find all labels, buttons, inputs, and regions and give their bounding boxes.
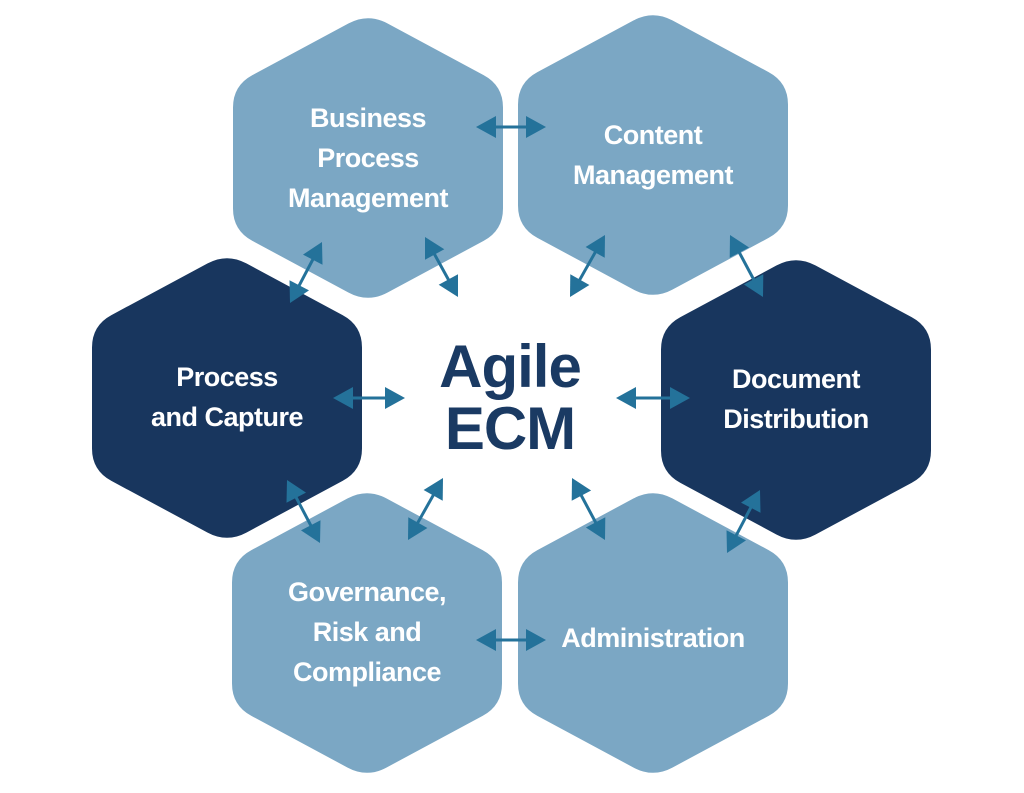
- arrow-process-and-capture-to-governance-risk-compliance: [286, 480, 321, 543]
- arrow-process-and-capture-to-center: [333, 387, 405, 409]
- arrowhead-icon: [289, 280, 309, 303]
- arrowhead-icon: [476, 629, 496, 651]
- hexagon-shape: [518, 493, 788, 773]
- hexagon-label-line: Management: [288, 183, 449, 213]
- hexagon-label-line: and Capture: [151, 402, 304, 432]
- arrow-shaft: [732, 501, 755, 542]
- arrowhead-icon: [385, 387, 405, 409]
- arrowhead-icon: [570, 274, 590, 297]
- hexagon-label-line: Distribution: [723, 404, 868, 434]
- hexagon-shape: [232, 493, 502, 773]
- arrowhead-icon: [670, 387, 690, 409]
- arrowhead-icon: [585, 235, 605, 258]
- arrowhead-icon: [526, 629, 546, 651]
- arrowhead-icon: [438, 274, 458, 297]
- arrowhead-icon: [743, 274, 764, 297]
- arrow-layer: [286, 116, 764, 651]
- hexagon-administration: Administration: [518, 493, 788, 773]
- arrow-governance-risk-compliance-to-administration: [476, 629, 546, 651]
- arrowhead-icon: [729, 235, 750, 258]
- hexagon-label-line: Risk and: [313, 617, 422, 647]
- arrow-content-management-to-document-distribution: [729, 235, 764, 297]
- arrow-business-process-management-to-content-management: [476, 116, 546, 138]
- arrowhead-icon: [303, 242, 323, 265]
- center-label: Agile ECM: [439, 333, 582, 462]
- center-line-2: ECM: [445, 395, 575, 462]
- hexagon-label-line: Process: [176, 362, 278, 392]
- arrow-shaft: [577, 489, 600, 529]
- arrow-shaft: [292, 491, 315, 532]
- arrow-administration-to-center: [571, 478, 606, 540]
- arrow-business-process-management-to-center: [425, 237, 458, 297]
- arrowhead-icon: [526, 116, 546, 138]
- hexagon-label-line: Content: [604, 120, 703, 150]
- hexagon-label-line: Management: [573, 160, 734, 190]
- center-line-1: Agile: [439, 333, 581, 400]
- hexagon-shape: [661, 260, 931, 540]
- hexagon-label-line: Governance,: [288, 577, 446, 607]
- arrow-shaft: [413, 489, 438, 529]
- arrow-content-management-to-center: [570, 235, 605, 297]
- arrowhead-icon: [423, 478, 443, 501]
- arrowhead-icon: [726, 530, 746, 553]
- arrowhead-icon: [408, 517, 428, 540]
- hexagon-label-line: Business: [310, 103, 426, 133]
- arrow-document-distribution-to-center: [616, 387, 690, 409]
- hexagon-label-line: Compliance: [293, 657, 442, 687]
- hexagon-layer: BusinessProcessManagementContentManageme…: [92, 15, 931, 773]
- arrow-shaft: [735, 246, 758, 286]
- hexagon-label-line: Administration: [561, 623, 745, 653]
- arrow-shaft: [430, 248, 453, 286]
- hexagon-shape: [92, 258, 362, 538]
- arrowhead-icon: [741, 490, 761, 513]
- hexagon-shape: [518, 15, 788, 295]
- arrow-governance-risk-compliance-to-center: [408, 478, 443, 540]
- arrowhead-icon: [616, 387, 636, 409]
- arrowhead-icon: [425, 237, 445, 260]
- arrowhead-icon: [585, 517, 606, 540]
- hexagon-label-line: Document: [732, 364, 861, 394]
- hexagon-shape: [233, 18, 503, 298]
- arrowhead-icon: [571, 478, 592, 501]
- arrowhead-icon: [301, 520, 321, 543]
- arrow-shaft: [575, 246, 600, 286]
- arrow-shaft: [295, 253, 317, 292]
- arrowhead-icon: [476, 116, 496, 138]
- arrow-business-process-management-to-process-and-capture: [289, 242, 323, 303]
- arrowhead-icon: [333, 387, 353, 409]
- hexagon-label-line: Process: [317, 143, 419, 173]
- arrow-document-distribution-to-administration: [726, 490, 761, 553]
- hexagon-process-and-capture: Process and Capture: [92, 258, 362, 538]
- arrowhead-icon: [286, 480, 306, 503]
